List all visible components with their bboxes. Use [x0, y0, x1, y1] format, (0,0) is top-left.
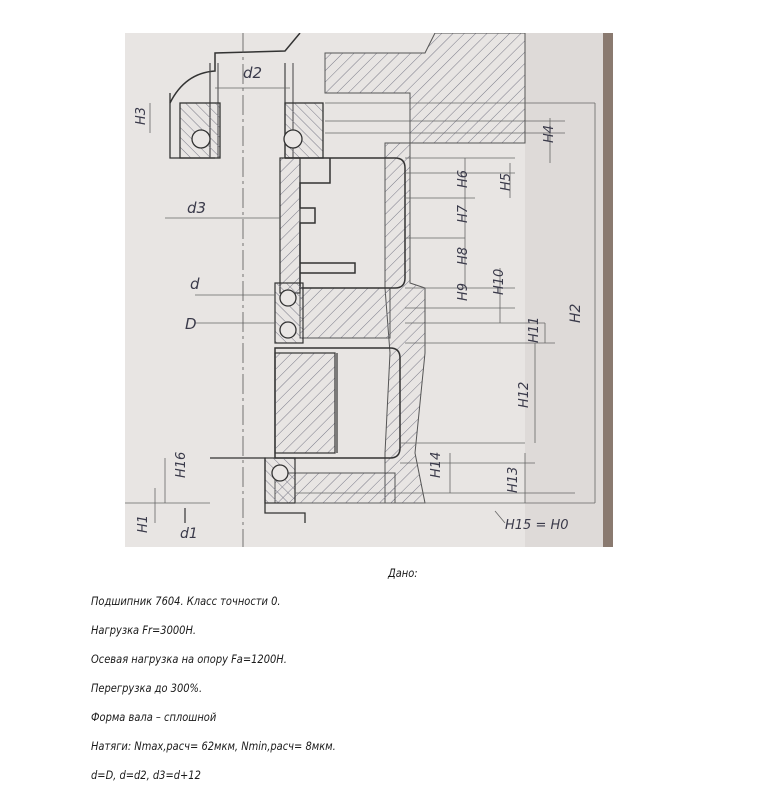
- label-H16: H16: [174, 452, 189, 478]
- label-H2: H2: [568, 303, 584, 323]
- label-H12: H12: [517, 382, 532, 408]
- label-H10: H10: [492, 269, 507, 295]
- label-H9: H9: [456, 283, 471, 301]
- label-H13: H13: [506, 467, 521, 493]
- label-d: d: [190, 275, 200, 293]
- label-H11: H11: [527, 317, 542, 343]
- label-d3: d3: [187, 199, 206, 217]
- given-line-3: Осевая нагрузка на опору Fa=1200Н.: [91, 652, 287, 666]
- label-H14: H14: [429, 452, 444, 478]
- label-H1: H1: [136, 515, 151, 533]
- label-H7: H7: [456, 204, 471, 223]
- given-title: Дано:: [388, 566, 418, 580]
- label-H3: H3: [134, 107, 149, 125]
- given-line-4: Перегрузка до 300%.: [91, 681, 203, 695]
- given-line-2: Нагрузка Fr=3000Н.: [91, 623, 197, 637]
- label-H6: H6: [456, 170, 471, 188]
- label-H8: H8: [456, 247, 471, 265]
- given-line-6: Натяги: Nmax,расч= 62мкм, Nmin,расч= 8мк…: [91, 739, 336, 753]
- label-d1: d1: [180, 526, 198, 542]
- assembly-drawing: d2 H3 H4 H5 H6 H7 H8 H9 H10 H11 H12 H13 …: [125, 33, 613, 547]
- label-H5: H5: [499, 173, 514, 191]
- given-line-1: Подшипник 7604. Класс точности 0.: [91, 594, 281, 608]
- given-line-5: Форма вала – сплошной: [91, 710, 217, 724]
- label-H4: H4: [542, 125, 557, 143]
- technical-drawing-photo: d2 H3 H4 H5 H6 H7 H8 H9 H10 H11 H12 H13 …: [125, 33, 613, 547]
- label-D: D: [185, 315, 197, 333]
- given-line-7: d=D, d=d2, d3=d+12: [91, 768, 201, 782]
- label-H15: H15 = H0: [505, 518, 569, 533]
- label-d2: d2: [243, 64, 262, 82]
